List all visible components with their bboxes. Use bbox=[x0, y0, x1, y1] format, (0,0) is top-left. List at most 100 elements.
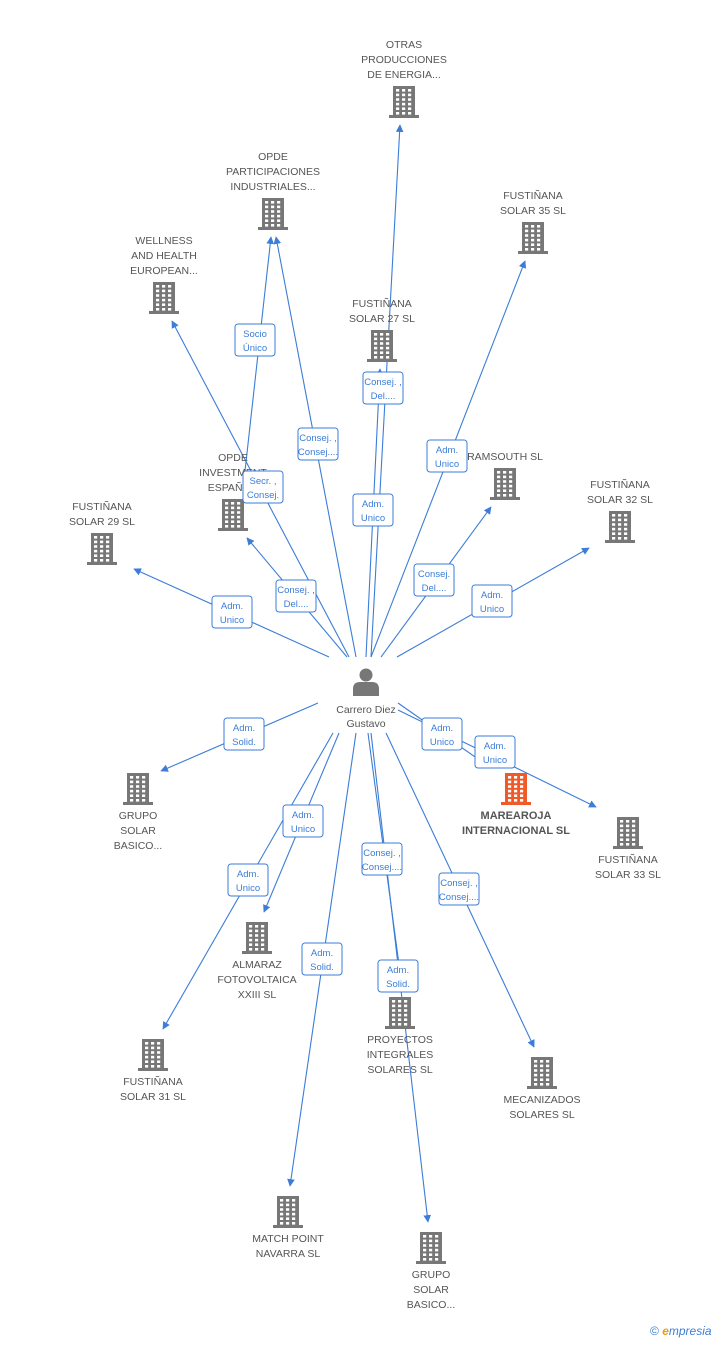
relation-label: Del.... bbox=[371, 391, 396, 402]
company-name: FUSTIÑANA bbox=[352, 297, 412, 310]
relation-badge[interactable]: Adm.Solid. bbox=[223, 717, 265, 751]
relation-label: Unico bbox=[291, 824, 315, 835]
relation-badge[interactable]: Secr. ,Consej. bbox=[242, 470, 284, 504]
company-name: SOLAR bbox=[120, 825, 156, 837]
relation-label: Unico bbox=[480, 604, 504, 615]
building-icon bbox=[385, 997, 415, 1029]
relation-badge-box bbox=[282, 804, 324, 838]
company-name: GRUPO bbox=[119, 810, 158, 822]
company-name: NAVARRA SL bbox=[256, 1248, 321, 1260]
company-name: FUSTIÑANA bbox=[123, 1075, 183, 1088]
relation-badge[interactable]: Adm.Solid. bbox=[301, 942, 343, 976]
relation-badge[interactable]: Consej. ,Consej.... bbox=[297, 427, 339, 461]
building-icon bbox=[87, 533, 117, 565]
company-name: INTEGRALES bbox=[367, 1049, 434, 1061]
relation-badge-box bbox=[377, 959, 419, 993]
relation-badge[interactable]: Adm. Unico bbox=[426, 439, 468, 473]
company-name: SOLARES SL bbox=[509, 1109, 575, 1121]
company-name: INDUSTRIALES... bbox=[230, 181, 315, 193]
company-name: XXIII SL bbox=[238, 989, 277, 1001]
company-name: FUSTIÑANA bbox=[598, 853, 658, 866]
company-name: DE ENERGIA... bbox=[367, 69, 441, 81]
building-icon bbox=[149, 282, 179, 314]
company-name: PRODUCCIONES bbox=[361, 54, 447, 66]
company-name: SOLAR 33 SL bbox=[595, 869, 661, 881]
relation-label: Adm. bbox=[292, 810, 314, 821]
relation-badge[interactable]: Consej. , Del.... bbox=[362, 371, 404, 405]
relation-badge-box bbox=[471, 584, 513, 618]
company-node-f33[interactable]: FUSTIÑANA SOLAR 33 SL bbox=[595, 817, 661, 881]
building-icon bbox=[138, 1039, 168, 1071]
relation-badge[interactable]: Consej. ,Consej.... bbox=[361, 842, 403, 876]
company-name: OPDE bbox=[218, 452, 248, 464]
company-name: BASICO... bbox=[114, 840, 162, 852]
relation-label: Solid. bbox=[310, 962, 334, 973]
relation-badge-box bbox=[223, 717, 265, 751]
relation-label: Unico bbox=[435, 459, 459, 470]
relation-badge[interactable]: Adm. Unico bbox=[471, 584, 513, 618]
relation-badge-box bbox=[275, 579, 317, 613]
relation-label: Del.... bbox=[284, 599, 309, 610]
company-name: AND HEALTH bbox=[131, 250, 197, 262]
relation-label: Adm. bbox=[233, 723, 255, 734]
company-node-grupo2[interactable]: GRUPOSOLARBASICO... bbox=[407, 1232, 455, 1311]
relation-label: Adm. bbox=[436, 445, 458, 456]
building-icon bbox=[389, 86, 419, 118]
company-name: OTRAS bbox=[386, 39, 422, 51]
relation-badge-box bbox=[438, 872, 480, 906]
company-node-ramsouth[interactable]: RAMSOUTH SL bbox=[467, 451, 543, 500]
relation-badge-box bbox=[297, 427, 339, 461]
footer-brand[interactable]: © empresia bbox=[650, 1324, 712, 1338]
building-icon bbox=[613, 817, 643, 849]
relation-badge[interactable]: Consej. ,Consej.... bbox=[438, 872, 480, 906]
company-node-opde_part[interactable]: OPDEPARTICIPACIONESINDUSTRIALES... bbox=[226, 151, 320, 230]
relation-badge[interactable]: Adm.Solid. bbox=[377, 959, 419, 993]
relation-badge-box bbox=[242, 470, 284, 504]
person-icon bbox=[353, 668, 379, 696]
company-node-otras[interactable]: OTRAS PRODUCCIONES DE ENERGIA... bbox=[361, 39, 447, 118]
relation-badge-box bbox=[234, 323, 276, 357]
relation-badge[interactable]: Adm.Unico bbox=[227, 863, 269, 897]
building-icon bbox=[367, 330, 397, 362]
relation-label: Solid. bbox=[386, 979, 410, 990]
company-name: PARTICIPACIONES bbox=[226, 166, 320, 178]
company-node-grupo1[interactable]: GRUPO SOLAR BASICO... bbox=[114, 773, 162, 852]
relation-label: Adm. bbox=[481, 590, 503, 601]
company-name: FOTOVOLTAICA bbox=[217, 974, 296, 986]
relation-label: Consej. , bbox=[440, 878, 478, 889]
relation-label: Único bbox=[243, 343, 267, 354]
relation-badge[interactable]: Adm.Unico bbox=[211, 595, 253, 629]
relation-badge[interactable]: Adm.Unico bbox=[421, 717, 463, 751]
relation-label: Consej. bbox=[418, 569, 450, 580]
building-icon bbox=[273, 1196, 303, 1228]
relation-badge-box bbox=[352, 493, 394, 527]
relation-badge[interactable]: Adm.Unico bbox=[352, 493, 394, 527]
relation-label: Consej. , bbox=[364, 377, 402, 388]
person-name: Gustavo bbox=[346, 718, 385, 730]
relation-label: Unico bbox=[236, 883, 260, 894]
relation-badge[interactable]: Consej.Del.... bbox=[413, 563, 455, 597]
relation-badge[interactable]: Adm.Unico bbox=[474, 735, 516, 769]
relation-badge-box bbox=[421, 717, 463, 751]
company-name: SOLAR 32 SL bbox=[587, 494, 653, 506]
relation-label: Consej. , bbox=[277, 585, 315, 596]
relation-label: Unico bbox=[483, 755, 507, 766]
company-name: FUSTIÑANA bbox=[72, 500, 132, 513]
relation-badge[interactable]: Consej. , Del.... bbox=[275, 579, 317, 613]
relation-badge[interactable]: Adm. Unico bbox=[282, 804, 324, 838]
relation-label: Unico bbox=[430, 737, 454, 748]
building-icon bbox=[416, 1232, 446, 1264]
